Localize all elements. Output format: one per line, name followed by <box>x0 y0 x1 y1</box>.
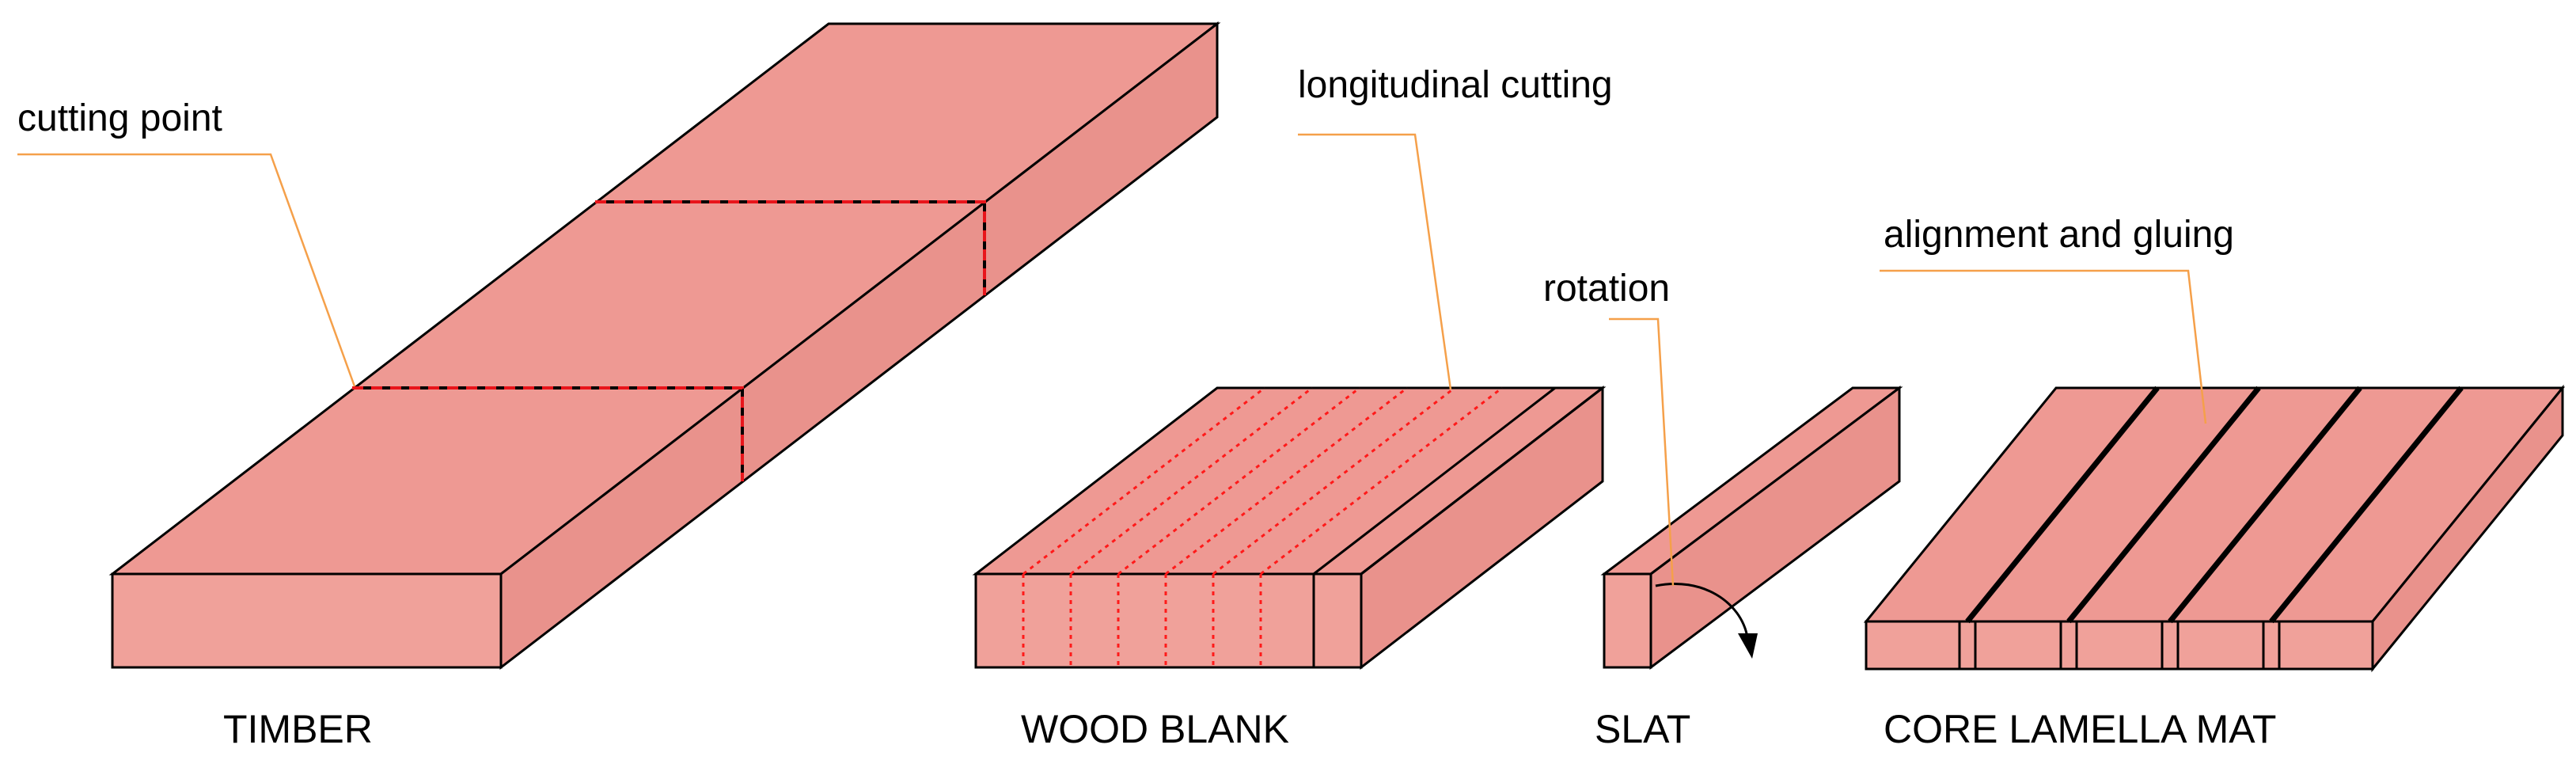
wood-blank-front-face <box>974 572 1363 669</box>
wood-blank-caption: WOOD BLANK <box>1021 707 1289 751</box>
longitudinal-cutting-label: longitudinal cutting <box>1298 64 1613 106</box>
rotation-label: rotation <box>1543 268 1670 310</box>
cutting-point-leader <box>17 153 356 387</box>
alignment-gluing-label: alignment and gluing <box>1884 214 2234 256</box>
slat-block <box>1600 386 1903 670</box>
mat-lamella-divisions <box>1958 386 2464 669</box>
core-lamella-mat <box>1863 384 2566 673</box>
wood-blank-block <box>972 385 1607 671</box>
wood-blank-cut-lines <box>1022 386 1503 667</box>
mat-front-face <box>1865 620 2374 671</box>
core-lamella-mat-caption: CORE LAMELLA MAT <box>1884 707 2276 751</box>
rotation-leader <box>1609 317 1675 587</box>
timber-cut-line-2 <box>595 200 986 295</box>
slat-front-face <box>1603 572 1652 669</box>
alignment-gluing-leader <box>1880 269 2207 424</box>
wood-blank-solid-edge-3 <box>1360 386 1603 576</box>
timber-caption: TIMBER <box>223 707 373 751</box>
cutting-point-label: cutting point <box>17 97 222 139</box>
longitudinal-cutting-leader <box>1298 133 1452 390</box>
timber-front-face <box>111 572 503 669</box>
timber-block <box>108 21 1221 671</box>
wood-blank-solid-edge-1 <box>1313 386 1556 576</box>
curved-arrow-icon <box>1655 582 1758 659</box>
mat-top-face <box>1863 386 2566 623</box>
slat-caption: SLAT <box>1595 707 1690 751</box>
timber-cut-line-1 <box>352 386 744 481</box>
